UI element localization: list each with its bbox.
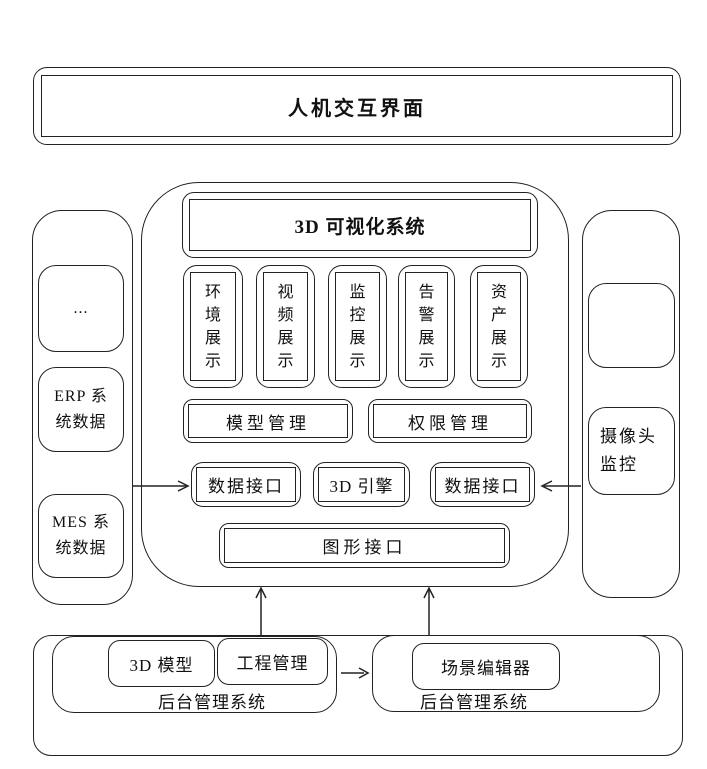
module-alarm-display: 告警展示: [398, 265, 455, 388]
core-title-box: 3D 可视化系统: [182, 192, 538, 258]
module-video-display-label: 视频展示: [277, 283, 294, 370]
module-monitor-display: 监控展示: [328, 265, 387, 388]
camera-monitor-box: 摄像头监控: [588, 407, 675, 495]
backend-left-label: 后台管理系统: [158, 693, 266, 712]
right-camera-container: [582, 210, 680, 598]
arrow-backend-left-up: [255, 586, 267, 636]
erp-data-box: ERP 系统数据: [38, 367, 124, 452]
scene-editor-label: 场景编辑器: [441, 659, 531, 678]
graphics-interface-label: 图形接口: [322, 538, 407, 557]
engine-box: 3D 引擎: [313, 462, 410, 507]
model-3d-label: 3D 模型: [129, 656, 194, 675]
data-interface-right-box: 数据接口: [430, 462, 535, 507]
model-3d-box: 3D 模型: [108, 640, 215, 687]
core-title: 3D 可视化系统: [294, 216, 426, 238]
graphics-interface-box: 图形接口: [219, 523, 510, 568]
module-asset-display: 资产展示: [470, 265, 528, 388]
erp-data-label: ERP 系统数据: [54, 387, 108, 431]
arrow-backend-right-up: [423, 586, 435, 636]
hmi-panel-title: 人机交互界面: [288, 97, 426, 120]
module-alarm-display-label: 告警展示: [418, 283, 435, 370]
module-video-display: 视频展示: [256, 265, 315, 388]
other-sources-box: ...: [38, 265, 124, 352]
engine-label: 3D 引擎: [329, 477, 394, 496]
hmi-panel: 人机交互界面: [33, 67, 681, 145]
data-interface-right-label: 数据接口: [444, 477, 521, 496]
data-interface-left-box: 数据接口: [191, 462, 301, 507]
other-sources-label: ...: [73, 299, 89, 317]
data-interface-left-label: 数据接口: [208, 477, 284, 496]
mes-data-label: MES 系统数据: [52, 514, 110, 557]
model-management-box: 模型管理: [183, 399, 353, 443]
camera-empty-box: [588, 283, 675, 368]
scene-editor-box: 场景编辑器: [412, 643, 560, 690]
permission-management-label: 权限管理: [408, 413, 492, 433]
module-monitor-display-label: 监控展示: [349, 283, 366, 370]
backend-right-label: 后台管理系统: [420, 693, 528, 712]
permission-management-box: 权限管理: [368, 399, 532, 443]
project-management-box: 工程管理: [217, 638, 328, 685]
module-env-display-label: 环境展示: [204, 283, 221, 370]
mes-data-box: MES 系统数据: [38, 494, 124, 578]
model-management-label: 模型管理: [226, 413, 310, 433]
camera-monitor-label: 摄像头监控: [600, 427, 657, 474]
project-management-label: 工程管理: [236, 654, 309, 673]
module-env-display: 环境展示: [183, 265, 243, 388]
module-asset-display-label: 资产展示: [490, 283, 507, 370]
